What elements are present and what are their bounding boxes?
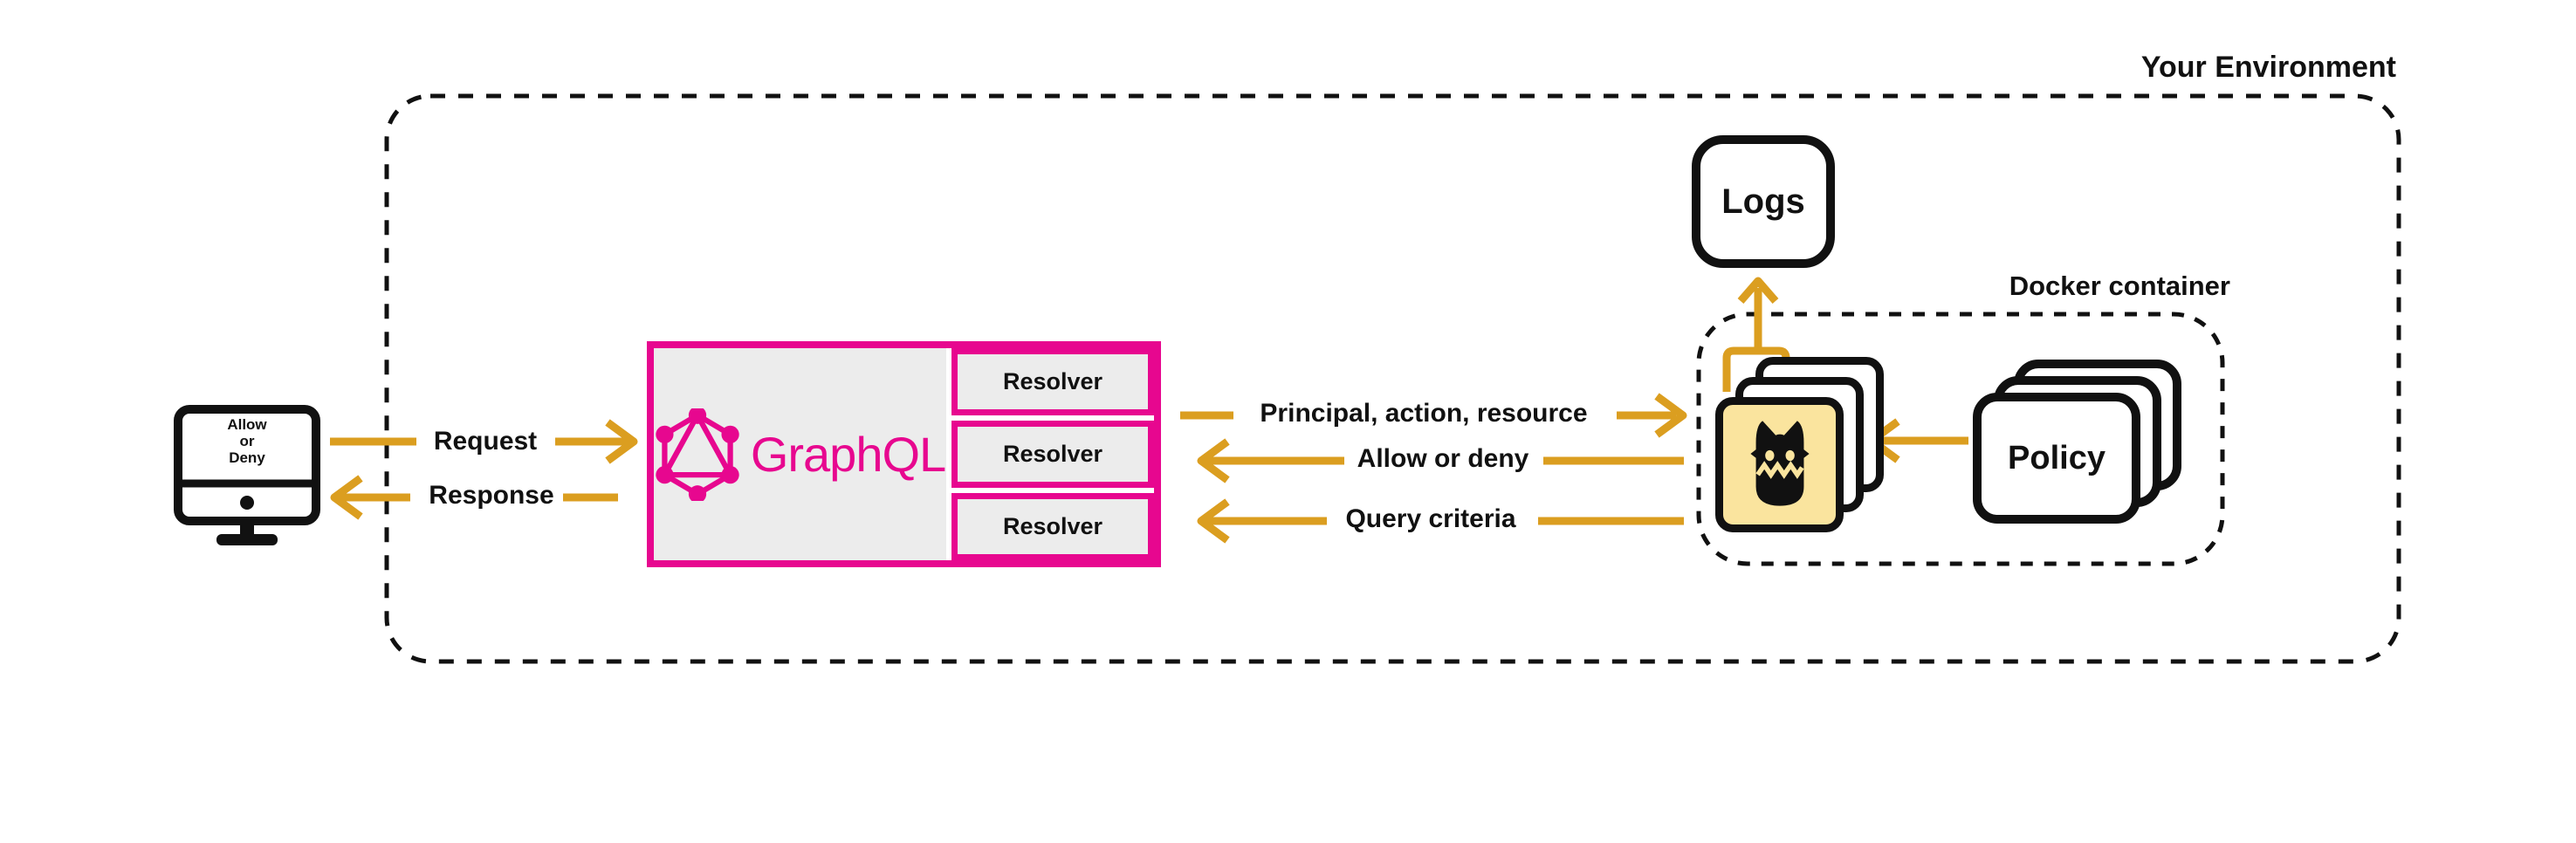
monitor-icon [174,405,320,545]
graphql-server-box: GraphQL Resolver Resolver Resolver [647,341,1161,567]
screen-line-1: Allow [227,416,267,433]
response-arrowhead-icon [330,475,363,520]
graphql-logo-icon [656,408,739,501]
graphql-wordmark: GraphQL [750,427,946,482]
logs-arrowhead-icon [1737,277,1779,304]
query-arrowhead-icon [1197,498,1230,544]
logs-box: Logs [1692,135,1835,268]
principal-action-resource-label: Principal, action, resource [1260,399,1588,428]
client-monitor: Allow or Deny [173,404,323,548]
request-label: Request [433,427,538,456]
allow-arrowhead-icon [1197,438,1230,483]
response-label: Response [429,481,554,510]
screen-line-2: or [239,433,255,449]
screen-line-3: Deny [229,449,265,466]
policy-card-front: Policy [1973,393,2140,524]
allow-or-deny-label: Allow or deny [1357,444,1529,473]
resolver-box-1: Resolver [951,348,1154,415]
resolver-box-3: Resolver [951,493,1154,560]
resolver-column: Resolver Resolver Resolver [951,348,1154,560]
resolver-box-2: Resolver [951,421,1154,488]
principal-arrowhead-icon [1654,393,1687,438]
monitor-screen-text: Allow or Deny [182,416,313,466]
environment-title: Your Environment [2140,51,2396,84]
pdp-card-front [1715,397,1844,532]
request-arrowhead-icon [605,419,638,464]
docker-container-title: Docker container [2009,271,2230,301]
graphql-logo-cell: GraphQL [654,348,946,560]
cerbos-mascot-icon [1749,420,1810,506]
query-criteria-label: Query criteria [1345,504,1516,533]
